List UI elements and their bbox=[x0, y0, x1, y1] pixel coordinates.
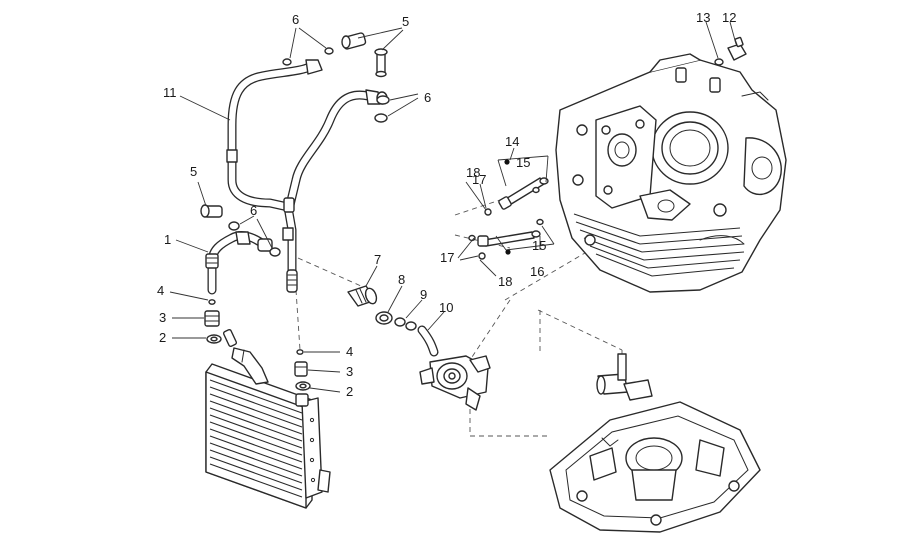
callout-2-left: 2 bbox=[159, 330, 166, 345]
callout-11: 11 bbox=[163, 85, 177, 100]
tube-10 bbox=[417, 325, 439, 357]
callout-10: 10 bbox=[439, 300, 453, 315]
callout-4-right: 4 bbox=[346, 344, 353, 359]
callout-8: 8 bbox=[398, 272, 405, 287]
callout-6-right: 6 bbox=[424, 90, 431, 105]
callout-7: 7 bbox=[374, 252, 381, 267]
oil-sump bbox=[549, 401, 761, 533]
callout-labels: 6 5 6 11 5 6 1 4 3 2 4 3 2 7 8 9 10 13 1… bbox=[157, 10, 736, 399]
callout-5-top: 5 bbox=[402, 14, 409, 29]
callout-9: 9 bbox=[420, 287, 427, 302]
hose-11 bbox=[226, 59, 388, 293]
bolts-14-18-upper bbox=[484, 177, 549, 216]
callout-14: 14 bbox=[505, 134, 519, 149]
washers-6-upper bbox=[282, 47, 390, 123]
callout-6-left: 6 bbox=[250, 203, 257, 218]
banjo-bolt-5-upper bbox=[341, 32, 388, 78]
callout-17-upper: 17 bbox=[472, 172, 486, 187]
bolts-14-18-lower bbox=[468, 218, 544, 260]
callout-5-left: 5 bbox=[190, 164, 197, 179]
hose-1 bbox=[205, 231, 273, 295]
callout-3-left: 3 bbox=[159, 310, 166, 325]
oring-9 bbox=[394, 317, 417, 331]
marker-dot-16 bbox=[505, 249, 511, 255]
callout-1: 1 bbox=[164, 232, 171, 247]
banjo-bolt-5-lower bbox=[200, 204, 223, 218]
sensor-12-13 bbox=[714, 36, 747, 66]
oil-cooler-radiator bbox=[205, 329, 331, 509]
oil-pump bbox=[419, 355, 491, 411]
marker-dot-14 bbox=[504, 159, 510, 165]
callout-2-right: 2 bbox=[346, 384, 353, 399]
callout-18-lower: 18 bbox=[498, 274, 512, 289]
callout-13: 13 bbox=[696, 10, 710, 25]
leader-lines bbox=[169, 21, 737, 393]
callout-3-right: 3 bbox=[346, 364, 353, 379]
callout-15-upper: 15 bbox=[516, 155, 530, 170]
callout-4-left: 4 bbox=[157, 283, 164, 298]
seal-8 bbox=[375, 311, 393, 325]
callout-12: 12 bbox=[722, 10, 736, 25]
alignment-lines bbox=[295, 64, 721, 437]
callout-6-top: 6 bbox=[292, 12, 299, 27]
fittings-left bbox=[204, 299, 222, 344]
fittings-right bbox=[294, 349, 311, 391]
callout-16: 16 bbox=[530, 264, 544, 279]
callout-17-lower: 17 bbox=[440, 250, 454, 265]
washers-6-lower bbox=[228, 221, 281, 257]
engine-crankcase bbox=[555, 53, 787, 293]
adapter-7 bbox=[347, 285, 378, 307]
oil-pickup bbox=[596, 353, 653, 401]
callout-18-upper: 18 bbox=[466, 165, 480, 180]
callout-15-lower: 15 bbox=[532, 238, 546, 253]
